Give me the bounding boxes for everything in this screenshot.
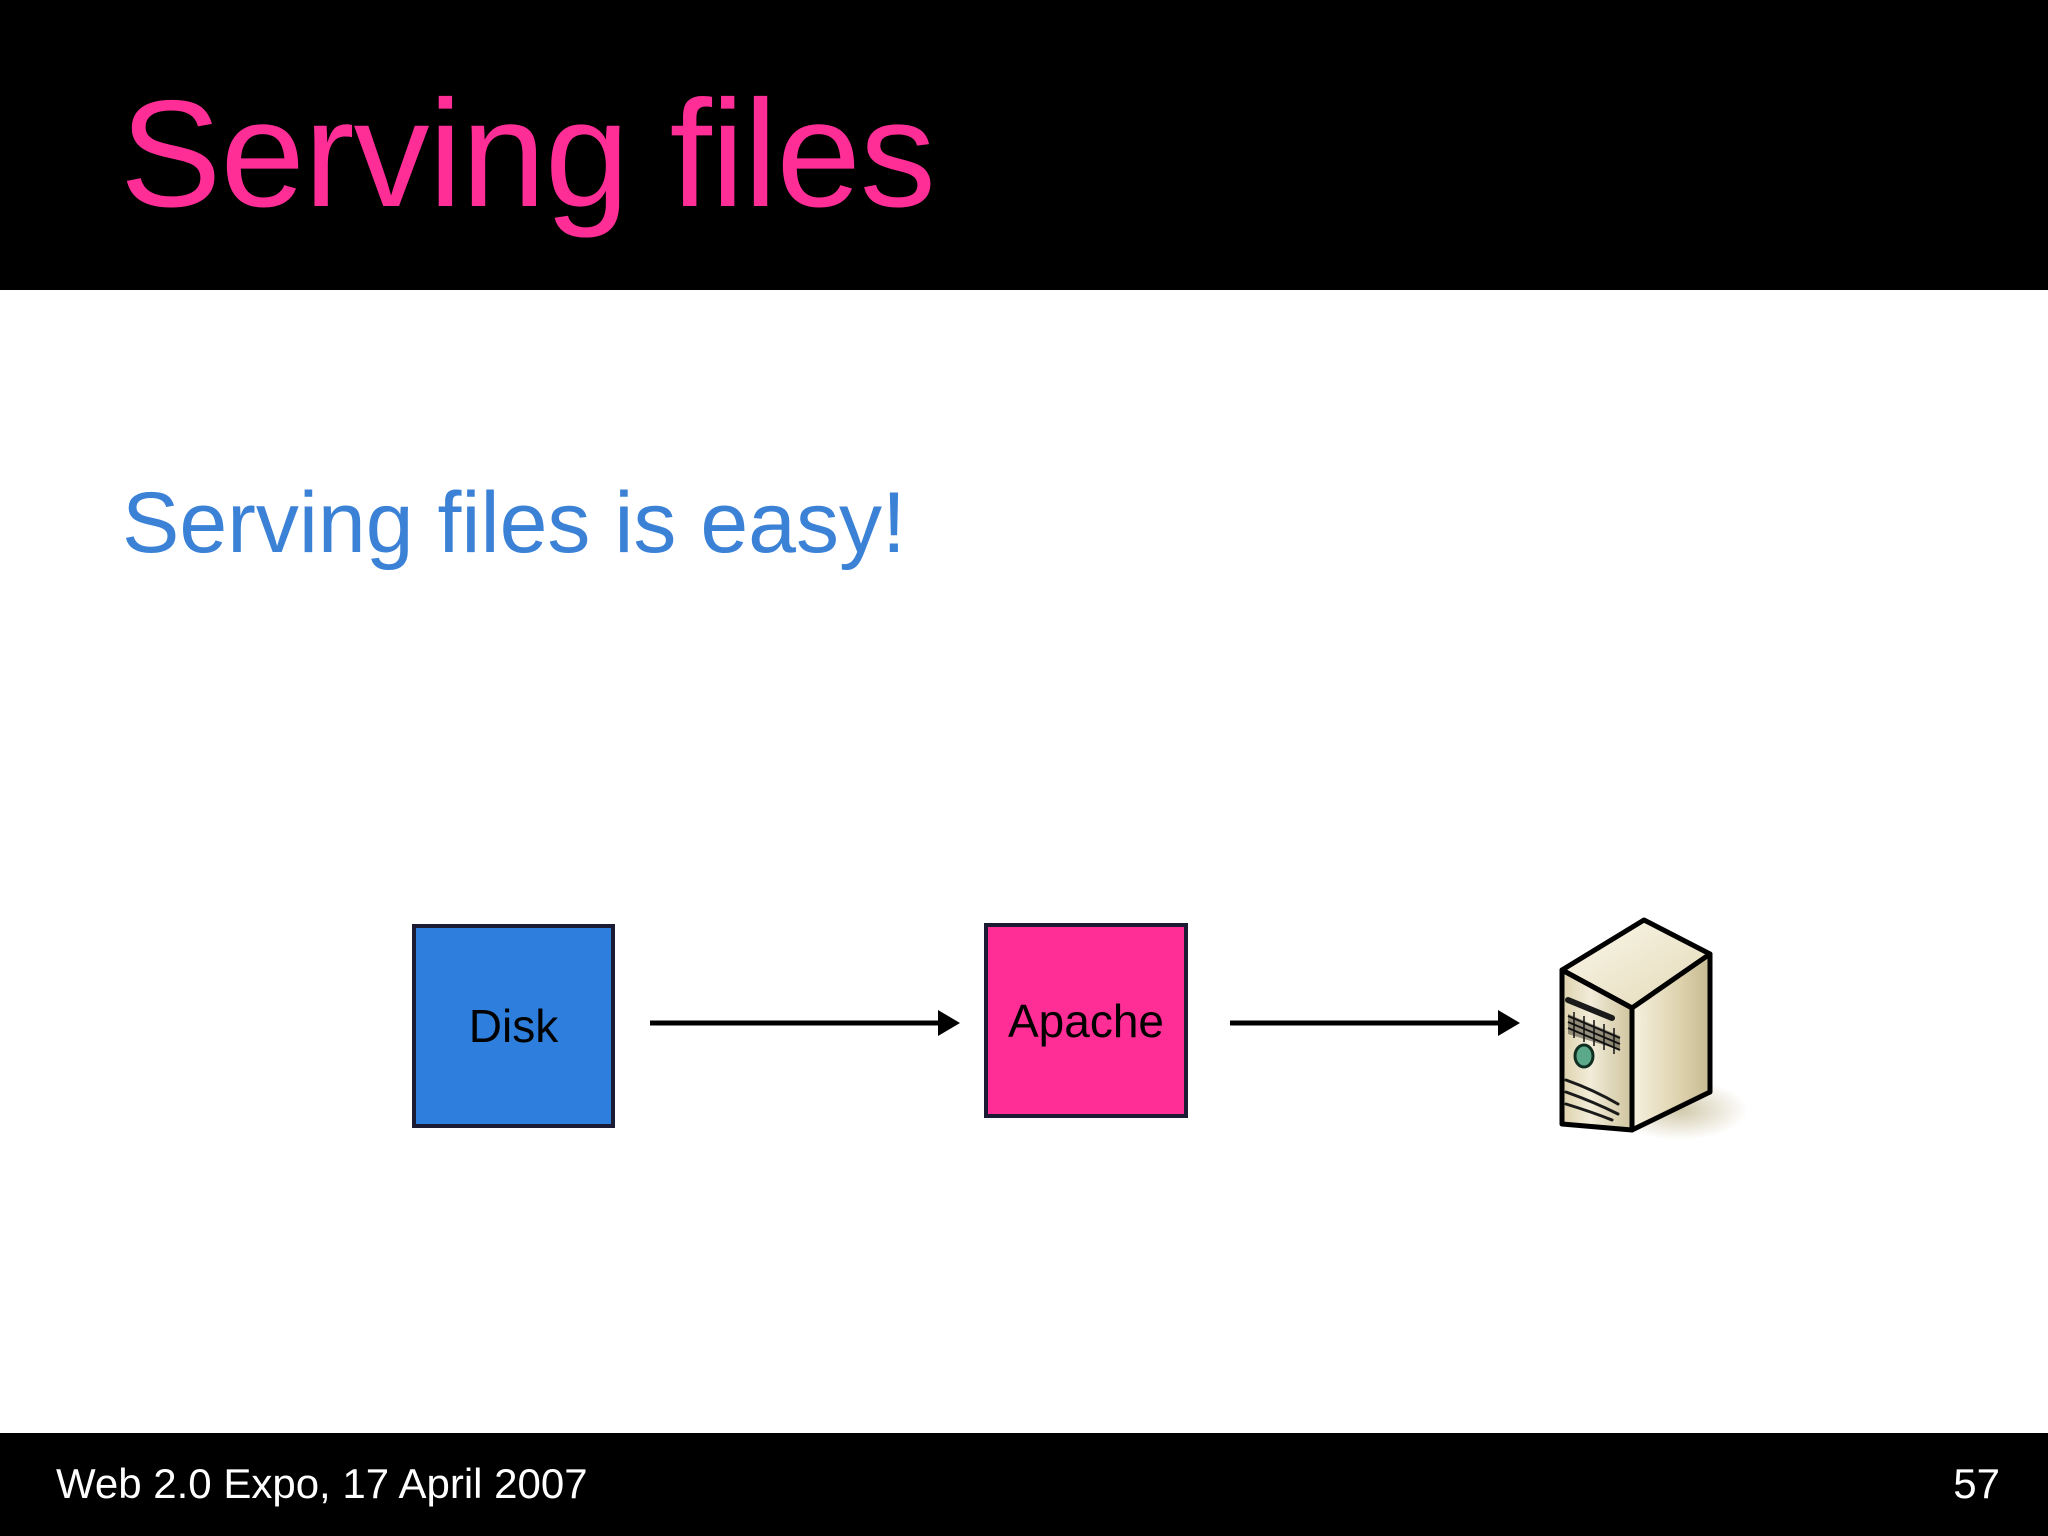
slide-footer-band: Web 2.0 Expo, 17 April 2007 57 xyxy=(0,1433,2048,1536)
diagram-arrow-apache-to-server xyxy=(1230,1010,1520,1036)
diagram-arrow-disk-to-apache xyxy=(650,1010,960,1036)
diagram-node-apache-label: Apache xyxy=(1007,994,1164,1047)
diagram-node-disk-label: Disk xyxy=(468,1000,559,1052)
page-title: Serving files xyxy=(120,69,936,239)
diagram-node-server xyxy=(1540,898,1760,1160)
server-drive-slot xyxy=(1565,997,1615,1021)
server-vent-grille xyxy=(1567,1012,1621,1054)
subtitle-text: Serving files is easy! xyxy=(122,475,906,571)
flow-diagram: Disk Apache xyxy=(0,290,2048,1433)
page-number: 57 xyxy=(1953,1460,2000,1507)
server-power-led-icon xyxy=(1573,1043,1595,1069)
slide-header-band: Serving files xyxy=(0,0,2048,290)
computer-tower-icon xyxy=(1559,917,1748,1140)
footer-event-label: Web 2.0 Expo, 17 April 2007 xyxy=(56,1460,588,1507)
diagram-node-disk: Disk xyxy=(412,924,615,1128)
server-front-lines xyxy=(1564,1078,1620,1122)
server-front-face xyxy=(1559,967,1635,1133)
diagram-node-apache: Apache xyxy=(984,923,1188,1118)
slide-body: Serving files is easy! Disk Apache xyxy=(0,290,2048,1433)
